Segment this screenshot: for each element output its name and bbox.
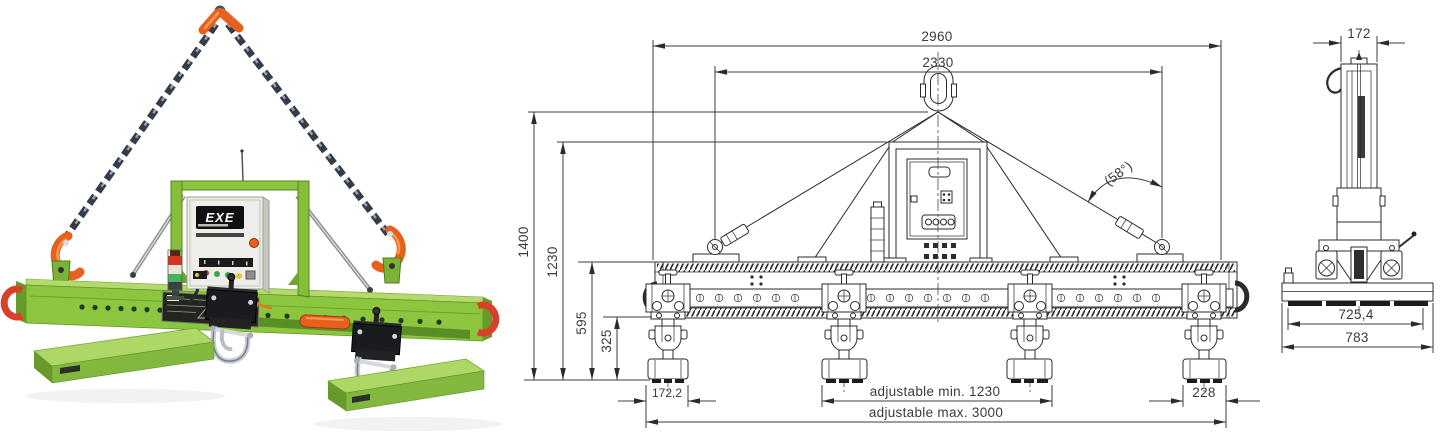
dim-595-label: 595 — [574, 311, 589, 334]
dimension-783: 783 — [1281, 303, 1434, 353]
control-cabinet-drawing — [906, 158, 968, 259]
dim-1400-label: 1400 — [516, 226, 531, 257]
left-base-block — [33, 327, 215, 384]
dim-783-label: 783 — [1345, 330, 1368, 345]
cable-gland — [193, 271, 207, 279]
dimension-725-4: 725,4 — [1287, 307, 1424, 330]
foot-2 — [821, 358, 868, 383]
dim-228-label: 228 — [1192, 385, 1215, 400]
left-turnbuckle — [692, 223, 750, 263]
dim-172-label: 172 — [1347, 26, 1370, 41]
lifting-beam-photo: EXE — [0, 5, 503, 431]
side-swivel-unit — [1315, 187, 1417, 283]
indicator-green — [214, 271, 220, 277]
crane-hook-icon — [1326, 66, 1343, 94]
dim-325-label: 325 — [599, 329, 614, 352]
right-turnbuckle — [1115, 216, 1184, 263]
signal-tower — [166, 249, 184, 300]
orange-roller — [299, 314, 351, 330]
connector — [245, 270, 256, 280]
side-base — [1281, 267, 1434, 306]
foot-1 — [647, 358, 689, 383]
dim-725-4-label: 725,4 — [1338, 307, 1373, 322]
dim-adjustable-max-label: adjustable max. 3000 — [869, 405, 1003, 420]
dim-172-2-label: 172,2 — [652, 386, 682, 400]
dimension-heights: 1400 1230 595 325 — [516, 111, 928, 381]
front-view-drawing: 2960 2330 1400 1230 595 325 — [516, 29, 1260, 428]
lever-knob — [1411, 231, 1417, 237]
right-brace — [984, 143, 1065, 263]
signal-tower-drawing — [870, 201, 885, 263]
shadow — [313, 417, 503, 431]
dim-adjustable-min-label: adjustable min. 1230 — [870, 384, 1001, 399]
right-base-block — [326, 358, 486, 412]
side-view-drawing: 172 — [1281, 26, 1434, 353]
dimension-2330: 2330 — [714, 55, 1163, 240]
left-shackle-icon — [0, 285, 24, 321]
frame-cable-left — [890, 111, 939, 144]
dim-2960-label: 2960 — [921, 29, 952, 44]
right-lug-hole — [389, 263, 395, 269]
dimension-angle: (58°) — [1087, 158, 1163, 203]
indicator-yellow — [236, 273, 242, 279]
left-sling-line — [719, 111, 939, 244]
adjustment-track — [659, 288, 1234, 308]
side-column — [1340, 52, 1378, 189]
logo-plate — [196, 206, 244, 229]
left-lug-hole — [58, 267, 64, 273]
master-link-icon — [198, 5, 244, 35]
frame-cable-right — [937, 111, 986, 144]
lifting-eye — [920, 65, 957, 112]
cable-gland-dot — [195, 273, 199, 277]
dim-angle-label: (58°) — [1101, 158, 1135, 188]
left-brace — [811, 143, 892, 263]
dimension-172: 172 — [1313, 26, 1405, 62]
beam-end-eye-right — [1234, 280, 1250, 313]
right-shackle-icon — [476, 301, 500, 337]
dimension-bottom: 172,2 adjustable min. 1230 228 adjustabl… — [618, 384, 1260, 428]
dimension-2960: 2960 — [652, 29, 1222, 260]
brand-logo: EXE — [205, 210, 234, 225]
display-strip — [199, 258, 253, 267]
brace-pad-left — [797, 256, 827, 263]
foot-3 — [1006, 358, 1053, 383]
brace-pad-right — [1049, 256, 1079, 263]
foot-4 — [1182, 358, 1227, 383]
shadow — [25, 389, 225, 403]
dim-1230-label: 1230 — [545, 246, 560, 277]
right-lug — [382, 257, 402, 284]
emergency-button — [249, 238, 259, 248]
